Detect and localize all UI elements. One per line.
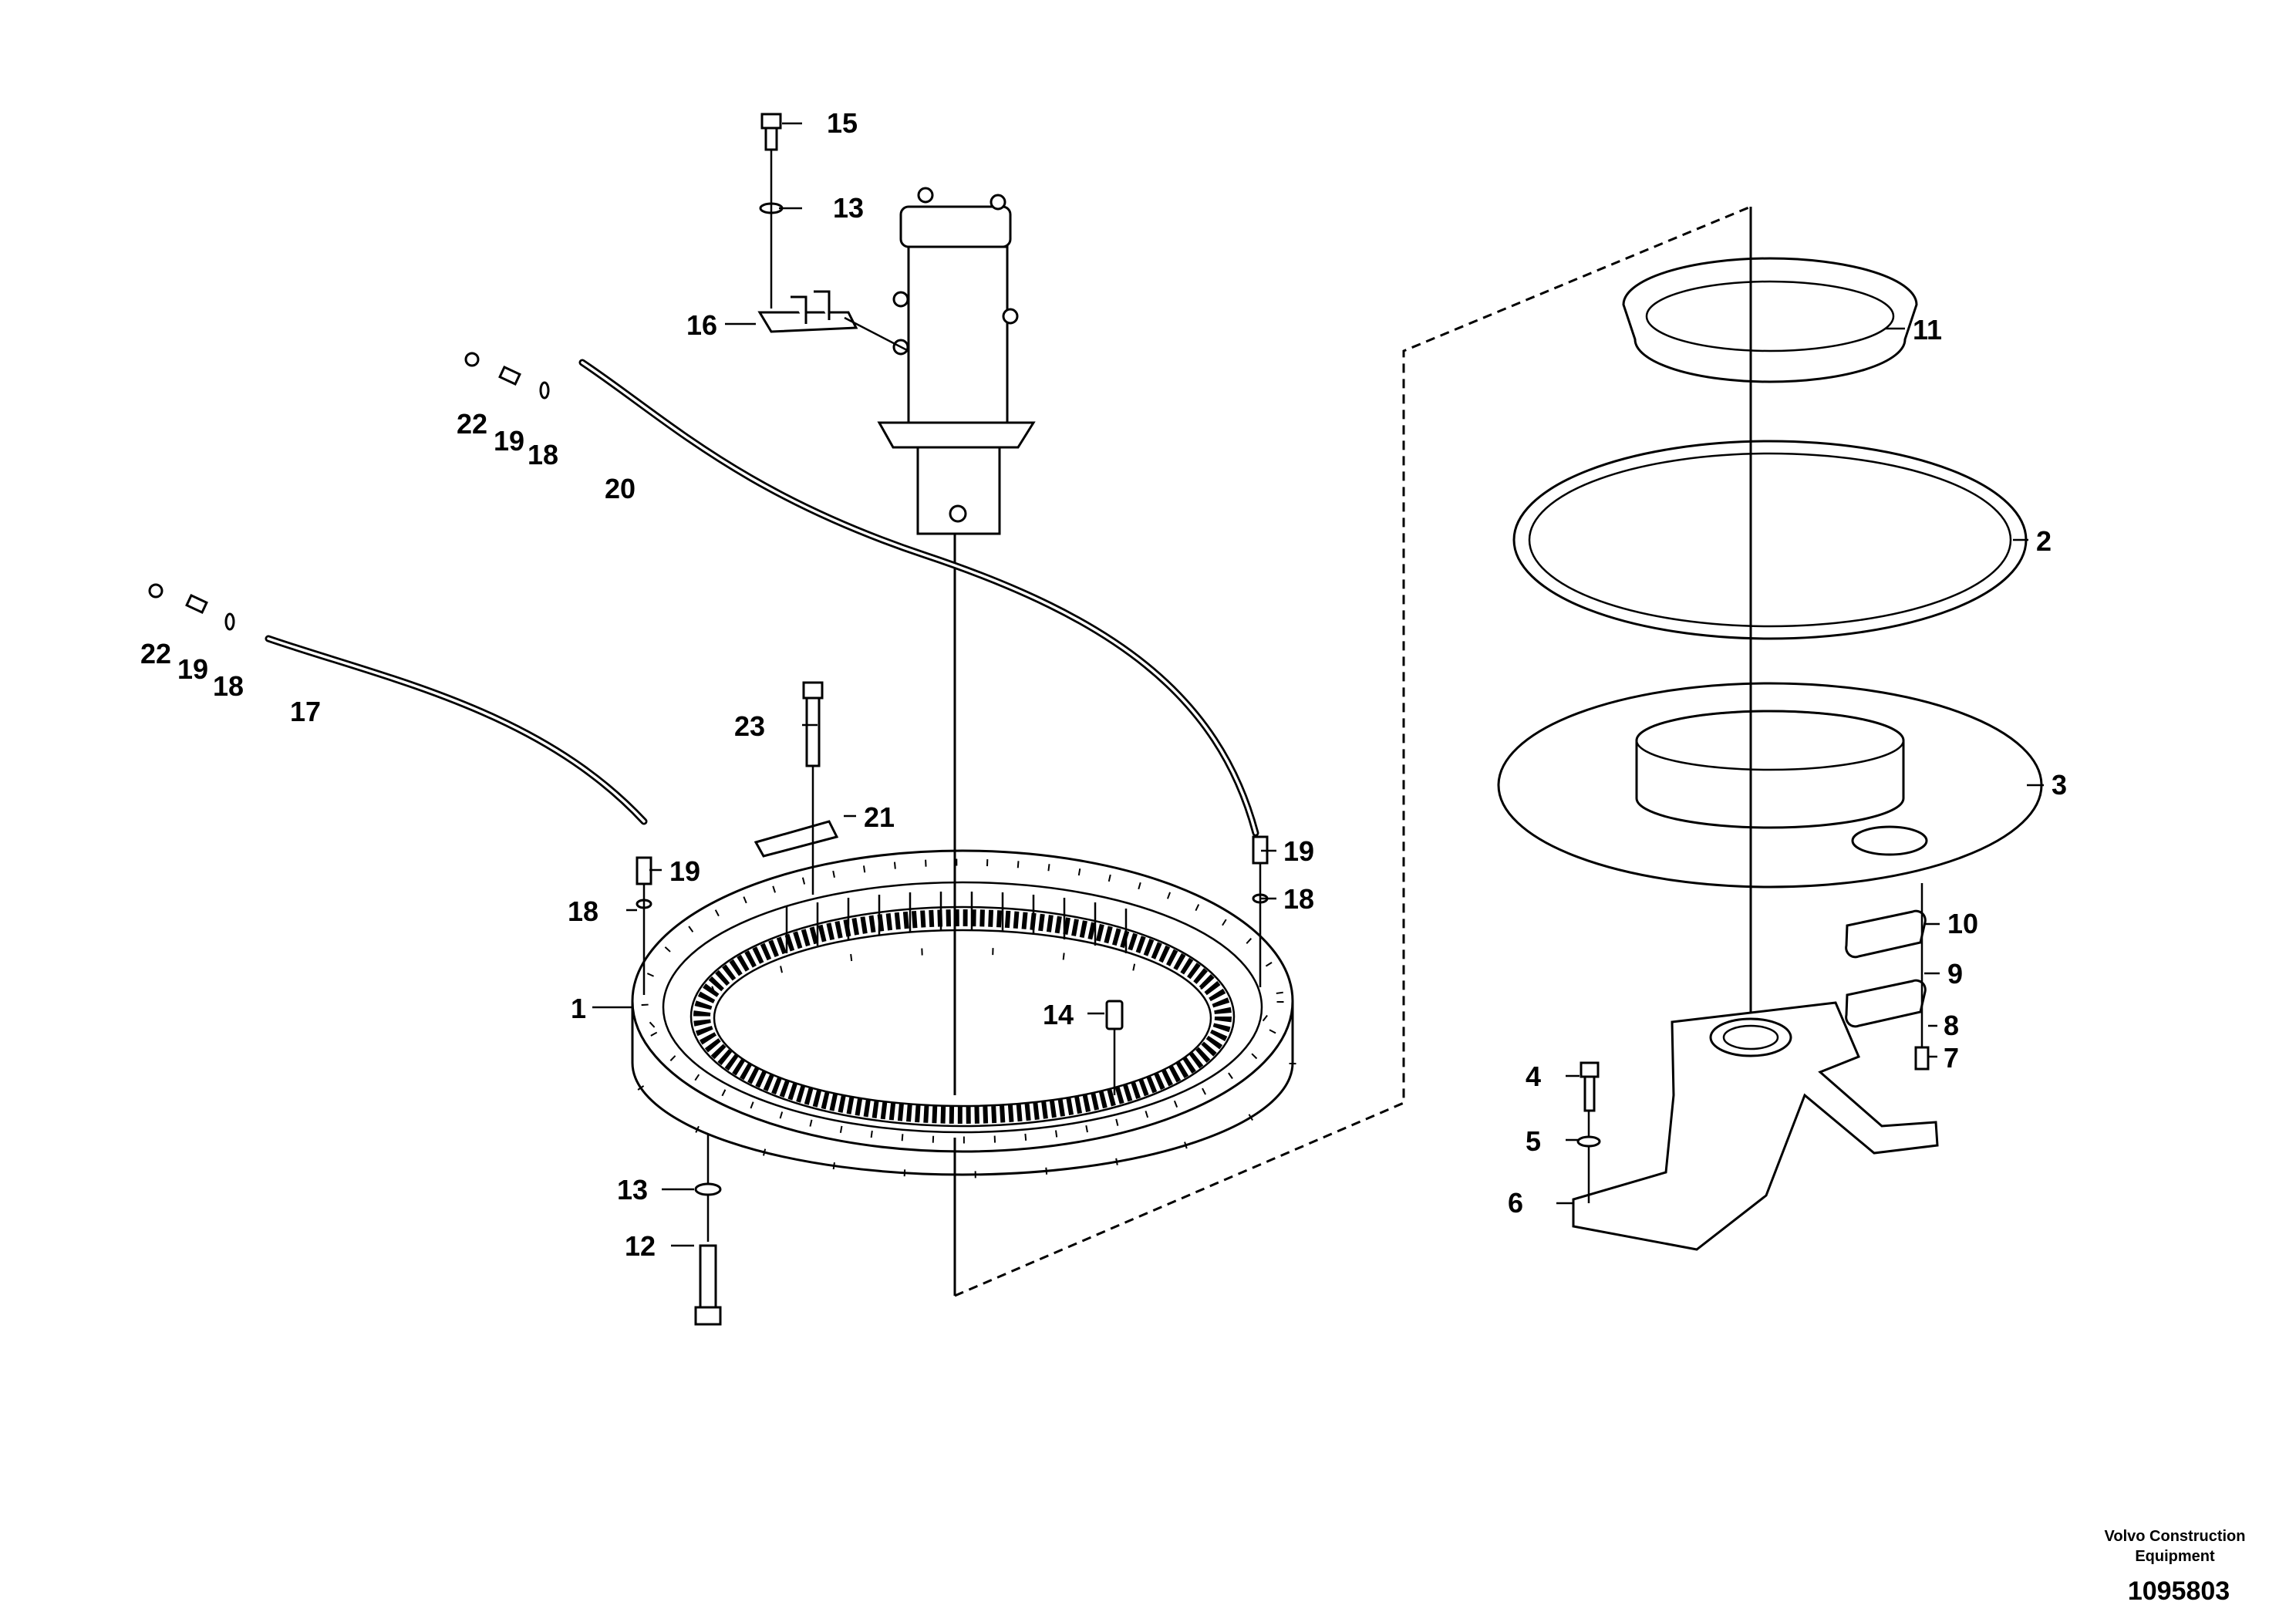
callout-2: 2 xyxy=(2036,525,2052,557)
callout-23: 23 xyxy=(734,710,765,742)
callouts: 1 2 3 4 5 6 7 8 9 10 11 12 13 13 14 15 1… xyxy=(140,107,2067,1262)
callout-19-upper: 19 xyxy=(494,425,524,457)
dust-plate-3 xyxy=(1497,682,2043,889)
callout-15: 15 xyxy=(827,107,858,139)
callout-11: 11 xyxy=(1913,314,1942,346)
callout-21: 21 xyxy=(864,801,895,833)
callout-14: 14 xyxy=(1043,999,1074,1030)
callout-19-left-top: 19 xyxy=(177,653,208,685)
clamp-bolt-assembly xyxy=(757,113,909,352)
seal-ring-11 xyxy=(1622,257,1918,383)
callout-13-top: 13 xyxy=(833,192,864,224)
callout-18-upper: 18 xyxy=(528,439,558,470)
callout-12: 12 xyxy=(625,1230,656,1262)
bracket-6 xyxy=(1572,1001,1939,1251)
company-name-line2: Equipment xyxy=(2135,1548,2215,1565)
callout-6: 6 xyxy=(1508,1187,1523,1219)
callout-leaders xyxy=(592,122,2044,1247)
callout-13-bottom: 13 xyxy=(617,1174,648,1206)
ring-bolt-parts xyxy=(754,681,1124,1095)
hose-17 xyxy=(148,583,648,825)
company-name-line1: Volvo Construction xyxy=(2105,1528,2246,1545)
callout-19-ring-left: 19 xyxy=(669,855,700,887)
callout-19-ring-right: 19 xyxy=(1283,835,1314,867)
callout-22-left: 22 xyxy=(140,638,171,669)
slewing-ring xyxy=(629,849,1296,1179)
callout-22-upper: 22 xyxy=(457,408,487,440)
callout-1: 1 xyxy=(571,993,586,1024)
callout-8: 8 xyxy=(1944,1010,1959,1041)
callout-7: 7 xyxy=(1944,1042,1959,1074)
callout-3: 3 xyxy=(2052,769,2067,801)
callout-16: 16 xyxy=(686,309,717,341)
callout-9: 9 xyxy=(1947,958,1963,990)
ring-bottom-bolt xyxy=(694,1134,722,1326)
callout-5: 5 xyxy=(1526,1125,1541,1157)
drawing-number: 1095803 xyxy=(2128,1576,2230,1606)
hose-fittings xyxy=(636,835,1269,995)
callout-17: 17 xyxy=(290,696,321,727)
callout-20: 20 xyxy=(605,473,636,504)
callout-4: 4 xyxy=(1526,1061,1541,1092)
callout-18-ring-right: 18 xyxy=(1283,883,1314,915)
callout-18-left-top: 18 xyxy=(213,670,244,702)
callout-18-ring-left: 18 xyxy=(568,895,598,927)
cover-plates xyxy=(1845,883,1930,1071)
o-ring-2 xyxy=(1512,440,2028,640)
drawing-footer: Volvo Construction Equipment 1095803 xyxy=(2105,1528,2246,1606)
callout-10: 10 xyxy=(1947,908,1978,939)
swivel-joint xyxy=(877,187,1036,1296)
hose-20 xyxy=(464,352,1259,837)
